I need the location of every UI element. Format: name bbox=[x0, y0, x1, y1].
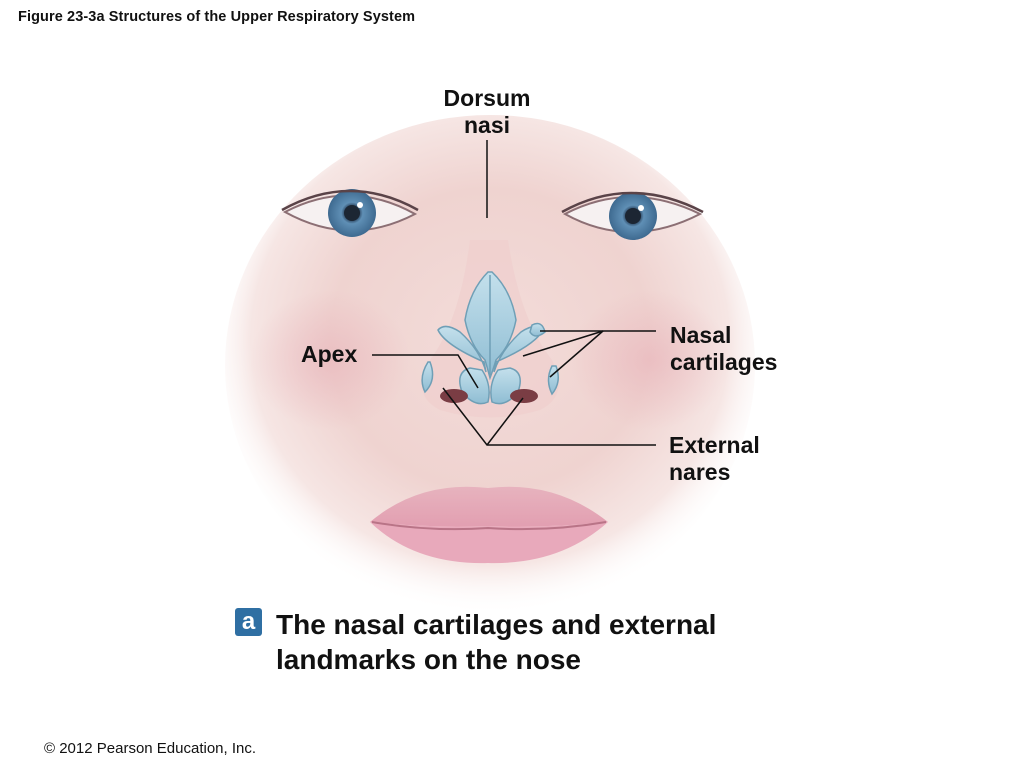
figure-title: Figure 23-3a Structures of the Upper Res… bbox=[18, 9, 416, 25]
label-dorsum-nasi: Dorsum nasi bbox=[443, 85, 531, 138]
leader-lines bbox=[372, 140, 656, 446]
right-cheek-blush bbox=[570, 290, 730, 430]
label-external-nares: External nares bbox=[669, 432, 760, 485]
figure-caption: The nasal cartilages and external landma… bbox=[276, 609, 717, 675]
label-apex: Apex bbox=[301, 341, 358, 367]
left-nostril bbox=[440, 389, 468, 403]
nasal-cartilages-leader-3 bbox=[549, 330, 604, 378]
copyright-notice: © 2012 Pearson Education, Inc. bbox=[44, 740, 257, 757]
panel-letter-badge: a bbox=[235, 608, 262, 636]
nasal-cartilages-leader-2 bbox=[522, 330, 604, 357]
lips bbox=[370, 486, 608, 564]
left-eye bbox=[281, 189, 419, 237]
right-eye bbox=[561, 191, 704, 240]
left-cheek-blush bbox=[250, 290, 410, 430]
nasal-cartilages-shape bbox=[421, 271, 559, 405]
label-nasal-cartilages: Nasal cartilages bbox=[670, 322, 778, 375]
apex-leader bbox=[372, 354, 479, 389]
external-nares-leader-2 bbox=[486, 397, 524, 446]
right-nostril bbox=[510, 389, 538, 403]
